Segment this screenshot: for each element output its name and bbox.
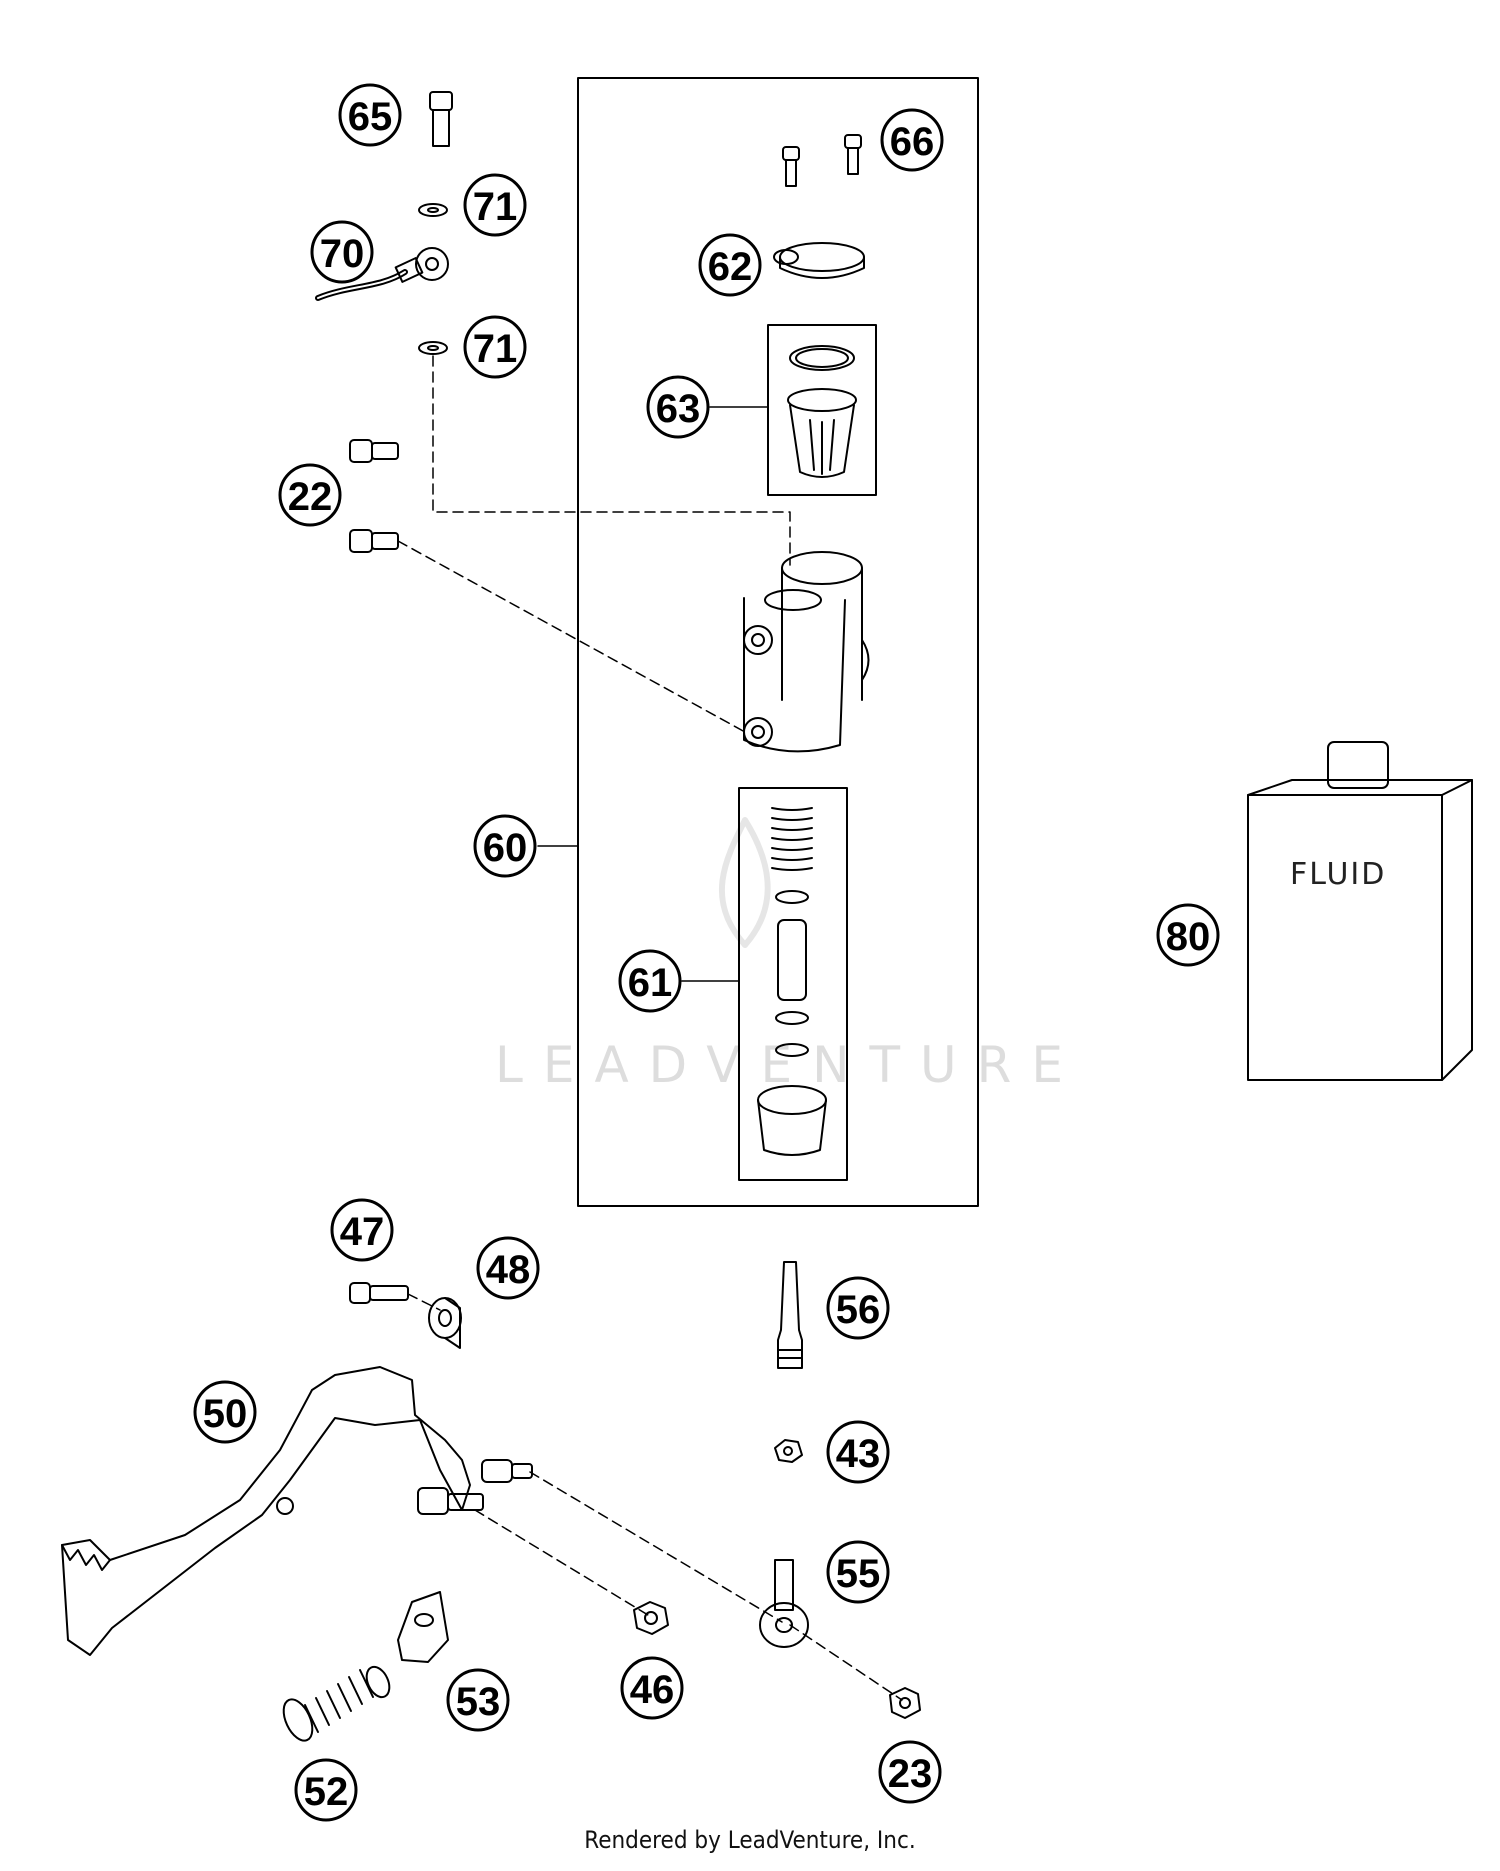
screw-66-icon [782, 134, 862, 187]
nut-23-icon [889, 1687, 921, 1719]
piston-kit-61-icon [757, 807, 827, 1156]
callout-leaders [537, 406, 769, 982]
callout-80-label: 80 [1166, 915, 1211, 959]
callout-66: 66 [880, 108, 944, 172]
callout-23: 23 [878, 1740, 942, 1804]
callout-65-label: 65 [348, 95, 393, 139]
washer-71-icon [418, 203, 448, 217]
callout-48: 48 [476, 1236, 540, 1300]
assembly-60-box [577, 77, 979, 1207]
callout-46-label: 46 [630, 1668, 675, 1712]
callout-48-label: 48 [486, 1248, 531, 1292]
watermark: LEADVENTURE [495, 817, 1063, 1094]
callout-56: 56 [826, 1276, 890, 1340]
callout-61-label: 61 [628, 961, 673, 1005]
callout-52-label: 52 [304, 1770, 349, 1814]
master-cylinder-body-icon [743, 551, 870, 753]
callout-63-label: 63 [656, 387, 701, 431]
callout-55-label: 55 [836, 1552, 881, 1596]
callout-50: 50 [193, 1380, 257, 1444]
callout-52: 52 [294, 1758, 358, 1822]
callout-53-label: 53 [456, 1680, 501, 1724]
clevis-55-icon [759, 1559, 809, 1648]
fluid-bottle-80-icon [1247, 741, 1473, 1081]
callout-60: 60 [473, 814, 537, 878]
bolt-47-icon [349, 1282, 409, 1304]
callout-22: 22 [278, 463, 342, 527]
nut-43-icon [774, 1439, 803, 1463]
nut-46-icon [633, 1601, 669, 1635]
callout-62-label: 62 [708, 245, 753, 289]
bolt-22-icon [349, 439, 399, 553]
assembly-leader-lines [397, 355, 903, 1701]
callout-43: 43 [826, 1420, 890, 1484]
reservoir-cap-62-icon [773, 242, 865, 279]
callout-71-lower-label: 71 [473, 327, 518, 371]
callout-80: 80 [1156, 903, 1220, 967]
callout-47: 47 [330, 1198, 394, 1262]
callout-47-label: 47 [340, 1210, 385, 1254]
callout-65: 65 [338, 83, 402, 147]
callout-60-label: 60 [483, 826, 528, 870]
callout-46: 46 [620, 1656, 684, 1720]
callout-50-label: 50 [203, 1392, 248, 1436]
washer-71-lower-icon [418, 341, 448, 355]
callout-43-label: 43 [836, 1432, 881, 1476]
bushing-48-icon [428, 1297, 462, 1349]
fluid-label: FLUID [1290, 857, 1386, 892]
bracket-plate-53-icon [397, 1591, 449, 1663]
callout-70: 70 [310, 220, 374, 284]
callout-56-label: 56 [836, 1288, 881, 1332]
push-rod-56-icon [777, 1261, 803, 1369]
brake-pedal-50-icon [61, 1366, 533, 1656]
bolt-65-icon [429, 91, 453, 147]
reservoir-diaphragm-63-icon [787, 345, 857, 478]
callout-70-label: 70 [320, 232, 365, 276]
render-credit: Rendered by LeadVenture, Inc. [584, 1826, 916, 1854]
callout-71-label: 71 [473, 185, 518, 229]
callout-61: 61 [618, 949, 682, 1013]
callout-53: 53 [446, 1668, 510, 1732]
callout-71: 71 [463, 173, 527, 237]
kit-63-box [767, 324, 877, 496]
callout-22-label: 22 [288, 475, 333, 519]
kit-61-box [738, 787, 848, 1181]
callout-23-label: 23 [888, 1752, 933, 1796]
callout-71-lower: 71 [463, 315, 527, 379]
callout-55: 55 [826, 1540, 890, 1604]
callout-62: 62 [698, 233, 762, 297]
callout-66-label: 66 [890, 120, 935, 164]
brake-line-70-icon [315, 247, 449, 301]
spring-52-icon [282, 1665, 391, 1742]
callout-63: 63 [646, 375, 710, 439]
